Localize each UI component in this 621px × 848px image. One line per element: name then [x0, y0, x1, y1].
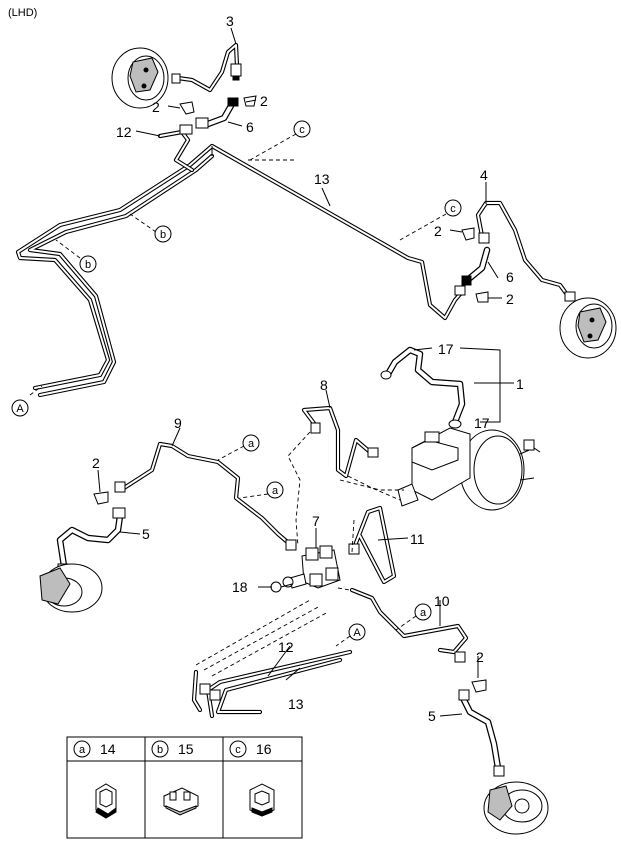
callout-2: 2: [92, 455, 100, 471]
svg-text:a: a: [420, 607, 427, 619]
svg-text:16: 16: [256, 741, 272, 757]
callout-11: 11: [410, 531, 425, 547]
svg-text:c: c: [450, 203, 456, 215]
legend-header-a: a 14: [73, 740, 116, 758]
brake-tube-4: [475, 200, 576, 302]
svg-text:15: 15: [178, 741, 194, 757]
variant-label: (LHD): [8, 7, 37, 19]
legend-table: a 14 b 15 c 16: [66, 736, 303, 839]
brake-tube-12-top: [157, 129, 195, 173]
callout-10: 10: [434, 593, 450, 609]
callout-12: 12: [278, 639, 294, 655]
svg-text:a: a: [248, 438, 255, 450]
callout-12: 12: [116, 124, 132, 140]
brake-tube-3: [171, 42, 242, 93]
marker-c-1: c: [249, 120, 311, 161]
callout-2: 2: [434, 223, 442, 239]
callout-18: 18: [232, 579, 248, 595]
callout-2: 2: [152, 99, 160, 115]
callout-6: 6: [246, 119, 254, 135]
proportioning-valve-7: [282, 545, 341, 589]
callout-2: 2: [260, 93, 268, 109]
marker-A-1: A: [11, 399, 29, 417]
callout-6: 6: [506, 269, 514, 285]
marker-c-2: c: [399, 199, 462, 241]
clip-15-icon: [163, 787, 199, 816]
clip-16-icon: [249, 783, 275, 817]
svg-text:c: c: [235, 744, 241, 756]
callout-2: 2: [506, 291, 514, 307]
svg-text:b: b: [160, 229, 166, 241]
callout-17: 17: [438, 341, 454, 357]
callout-3: 3: [226, 13, 234, 29]
svg-text:b: b: [85, 259, 91, 271]
callout-5: 5: [142, 526, 150, 542]
brake-hose-6-upper: [179, 97, 239, 135]
svg-text:A: A: [353, 627, 361, 639]
callout-8: 8: [320, 377, 328, 393]
brake-tube-10: [349, 587, 469, 663]
brake-tube-8: [301, 405, 379, 479]
callout-4: 4: [480, 167, 488, 183]
marker-a-2: a: [239, 481, 284, 499]
front-right-disc: [483, 781, 549, 835]
front-right-brake-hose-5: [458, 689, 505, 777]
leader-lines: [97, 27, 514, 717]
callout-1: 1: [516, 376, 524, 392]
clip-14-icon: [95, 783, 117, 819]
legend-header-b: b 15: [151, 740, 194, 758]
callout-7: 7: [312, 513, 320, 529]
callout-13: 13: [314, 171, 330, 187]
svg-text:c: c: [299, 124, 305, 136]
svg-text:a: a: [272, 485, 279, 497]
marker-b-2: b: [55, 239, 97, 273]
callout-17: 17: [474, 415, 490, 431]
legend-header-c: c 16: [229, 740, 272, 758]
svg-text:14: 14: [100, 741, 116, 757]
callout-13: 13: [288, 696, 304, 712]
front-left-disc: [39, 563, 103, 613]
callout-5: 5: [428, 708, 436, 724]
clip-upper-1: [179, 95, 257, 115]
callout-9: 9: [174, 415, 182, 431]
marker-b-1: b: [129, 213, 172, 243]
rear-left-backing-plate: [111, 47, 169, 109]
brake-tube-13-rear: [15, 143, 465, 398]
clip-right-rear: [461, 227, 489, 303]
clip-front-right: [471, 679, 487, 693]
brake-tube-12-13-front: [191, 649, 353, 719]
brake-hose-6-lower: [454, 246, 491, 296]
master-cylinder-booster: [397, 427, 541, 511]
dashed-routes: [29, 159, 404, 677]
callout-2: 2: [476, 649, 484, 665]
svg-text:A: A: [16, 403, 24, 415]
reservoir-hose-17: [380, 346, 466, 429]
marker-a-1: a: [217, 434, 260, 461]
part-callouts: 3 2 2 12 6 13 4 2 6 2 17 1 17 8 9 2 5 7 …: [92, 13, 524, 724]
svg-text:b: b: [157, 744, 163, 756]
marker-a-3: a: [395, 603, 432, 631]
svg-text:a: a: [79, 744, 86, 756]
brake-tube-11: [348, 505, 397, 585]
clip-front-left: [93, 491, 109, 505]
marker-A-2: A: [335, 623, 366, 647]
brake-tube-9: [114, 441, 297, 551]
rear-right-backing-plate: [559, 297, 617, 359]
